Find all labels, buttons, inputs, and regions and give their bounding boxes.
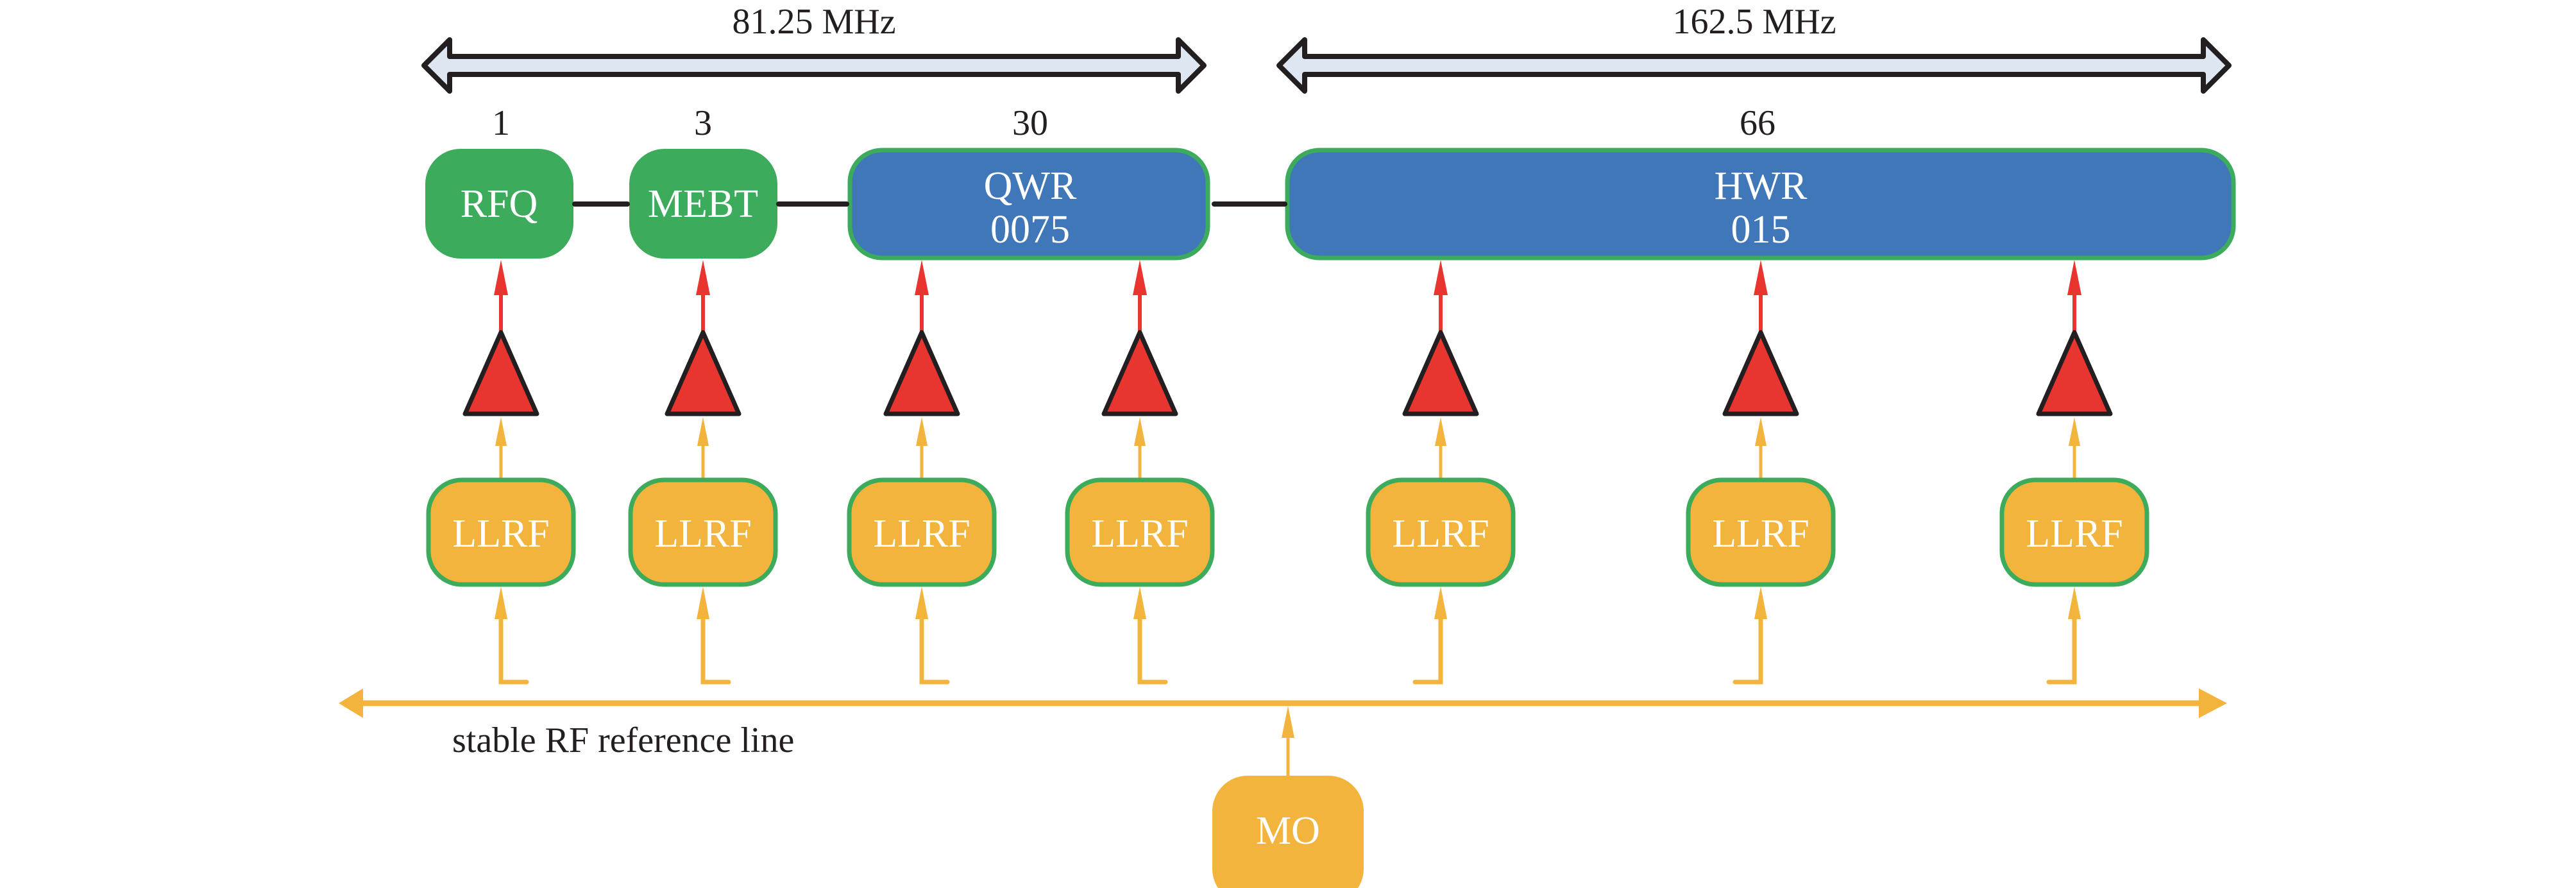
double-arrow-icon [1276,37,2232,94]
arrow-up-icon [495,417,507,446]
llrf-label: LLRF [1712,512,1809,556]
llrf-box: LLRF [628,477,778,587]
mebt-label: MEBT [648,182,758,226]
arrow-up-icon [2069,417,2080,446]
arrow-up-icon [1434,260,1448,295]
arrow-left-icon [339,688,363,718]
llrf-label: LLRF [654,512,752,556]
mo-label: MO [1256,809,1320,853]
qwr-label: QWR [984,164,1077,208]
reference-line-label: stable RF reference line [452,721,794,760]
llrf-box: LLRF [1366,477,1516,587]
arrow-up-icon [1282,706,1294,738]
reference-tap-line [1137,610,1168,685]
llrf-box: LLRF [1686,477,1836,587]
amplifier-triangle-icon [2036,330,2113,416]
amplifier-triangle-icon [1101,330,1178,416]
amplifier-triangle-icon [462,330,539,416]
mo-box: MO [1212,706,1364,888]
amplifier-chain: LLRF [847,260,997,685]
rfq-label: RFQ [461,182,538,226]
llrf-box: LLRF [426,477,576,587]
rfq-box: RFQ [425,149,573,259]
amplifier-chain: LLRF [426,260,576,685]
qwr-box: QWR 0075 [847,148,1210,260]
arrow-up-icon [1754,260,1768,295]
amplifier-chain: LLRF [1686,260,1836,685]
hwr-sub-label: 015 [1731,208,1791,252]
mebt-box: MEBT [629,149,777,259]
count-hwr: 66 [1740,103,1775,143]
band-label: 162.5 MHz [1672,2,1836,42]
arrow-up-icon [915,586,928,619]
amplifier-triangle-icon [883,330,960,416]
arrow-up-icon [1434,586,1447,619]
arrow-right-icon [2199,688,2227,718]
arrow-up-icon [1133,260,1147,295]
llrf-box: LLRF [847,477,997,587]
reference-line: stable RF reference line [339,688,2227,760]
frequency-band-81mhz: 81.25 MHz [421,2,1207,94]
arrow-up-icon [697,417,709,446]
hwr-box: HWR 015 [1285,148,2236,260]
arrow-up-icon [2067,260,2081,295]
reference-tap-line [1733,610,1763,685]
amplifier-triangle-icon [1402,330,1479,416]
llrf-label: LLRF [873,512,970,556]
amplifier-chain: LLRF [628,260,778,685]
amplifier-triangle-icon [1722,330,1799,416]
arrow-up-icon [915,260,929,295]
arrow-up-icon [1133,586,1146,619]
count-rfq: 1 [492,103,510,143]
reference-tap-line [2046,610,2077,685]
arrow-up-icon [697,586,709,619]
arrow-up-icon [1754,586,1767,619]
arrow-up-icon [2068,586,2081,619]
llrf-box: LLRF [1065,477,1215,587]
amplifier-triangle-icon [665,330,741,416]
arrow-up-icon [1134,417,1146,446]
amplifier-chain: LLRF [1366,260,1516,685]
llrf-label: LLRF [1392,512,1489,556]
amplifier-chain: LLRF [1999,260,2149,685]
llrf-box: LLRF [1999,477,2149,587]
reference-tap-line [919,610,950,685]
arrow-up-icon [494,260,508,295]
band-label: 81.25 MHz [732,2,895,42]
amplifier-chain: LLRF [1065,260,1215,685]
reference-tap-line [700,610,731,685]
count-mebt: 3 [694,103,712,143]
double-arrow-icon [421,37,1207,94]
arrow-up-icon [1755,417,1767,446]
frequency-band-162mhz: 162.5 MHz [1276,2,2232,94]
reference-tap-line [1412,610,1443,685]
llrf-label: LLRF [1091,512,1189,556]
arrow-up-icon [495,586,507,619]
arrow-up-icon [916,417,928,446]
reference-tap-line [498,610,529,685]
count-qwr: 30 [1012,103,1048,143]
llrf-label: LLRF [452,512,550,556]
arrow-up-icon [696,260,710,295]
amplifier-chains: LLRF LLRF LLRF LLRF LLRF LLRF LLRF [426,260,2149,685]
hwr-label: HWR [1715,164,1808,208]
arrow-up-icon [1435,417,1446,446]
qwr-sub-label: 0075 [990,208,1070,252]
llrf-label: LLRF [2026,512,2123,556]
